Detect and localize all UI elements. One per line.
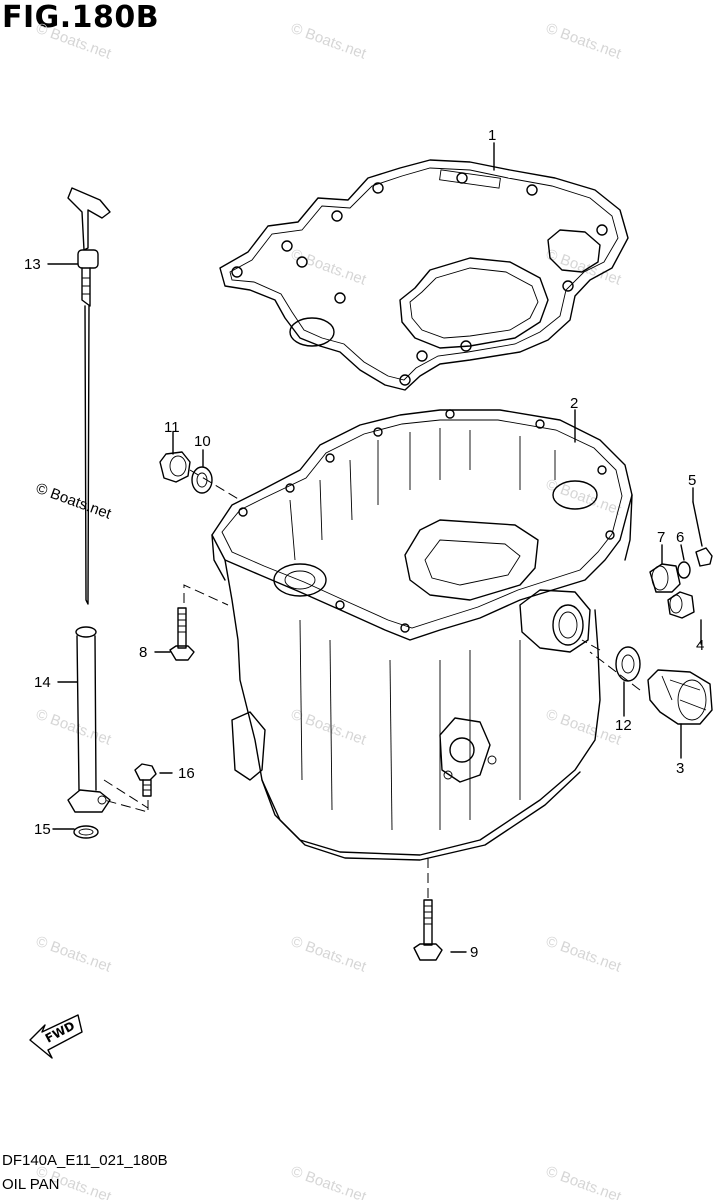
figure-title: FIG.180B (2, 0, 160, 35)
callout-8: 8 (139, 644, 147, 661)
watermark: © Boats.net (34, 706, 114, 749)
callout-11: 11 (164, 419, 180, 436)
watermark-dark: © Boats.net (34, 480, 114, 523)
callout-15: 15 (34, 821, 51, 838)
figure-name: OIL PAN (2, 1176, 60, 1193)
plug-part-11 (159, 451, 191, 483)
dipstick-part-13 (67, 187, 111, 605)
callout-6: 6 (676, 529, 684, 546)
callout-13: 13 (24, 256, 41, 273)
callout-7: 7 (657, 529, 665, 546)
o-ring-part-6 (677, 561, 691, 579)
watermark: © Boats.net (289, 1163, 369, 1200)
watermark: © Boats.net (289, 20, 369, 63)
watermark: © Boats.net (34, 20, 114, 63)
callouts: 1 2 3 4 5 6 7 8 9 10 11 12 13 14 15 16 (24, 127, 704, 961)
gasket-part-1 (219, 159, 629, 391)
bolt-part-8 (169, 607, 195, 661)
watermarks-layer: © Boats.net © Boats.net © Boats.net © Bo… (34, 20, 624, 1200)
callout-3: 3 (676, 760, 684, 777)
guide-tube-part-14 (67, 626, 111, 813)
leader-lines (47, 142, 703, 953)
fitting-part-5 (695, 547, 713, 567)
oil-pan-part-2 (211, 409, 633, 861)
callout-5: 5 (688, 472, 696, 489)
drain-plug-part-3 (647, 669, 713, 725)
callout-16: 16 (178, 765, 195, 782)
callout-4: 4 (696, 637, 704, 654)
callout-2: 2 (570, 395, 578, 412)
washer-part-10 (191, 466, 213, 494)
watermark: © Boats.net (544, 20, 624, 63)
callout-10: 10 (194, 433, 211, 450)
callout-14: 14 (34, 674, 51, 691)
sleeve-part-7 (649, 563, 681, 593)
watermark: © Boats.net (289, 933, 369, 976)
callout-12: 12 (615, 717, 632, 734)
bolt-part-9 (413, 899, 443, 961)
callout-1: 1 (488, 127, 496, 144)
watermark: © Boats.net (289, 706, 369, 749)
cap-part-4 (667, 591, 695, 619)
figure-code: DF140A_E11_021_180B (2, 1152, 168, 1169)
watermark: © Boats.net (544, 706, 624, 749)
watermark: © Boats.net (544, 933, 624, 976)
bolt-part-16 (134, 763, 157, 797)
watermark: © Boats.net (34, 933, 114, 976)
gasket-part-12 (615, 646, 641, 682)
o-ring-part-15 (73, 825, 99, 839)
fwd-arrow: FWD (29, 1014, 83, 1059)
callout-9: 9 (470, 944, 478, 961)
watermark: © Boats.net (544, 1163, 624, 1200)
